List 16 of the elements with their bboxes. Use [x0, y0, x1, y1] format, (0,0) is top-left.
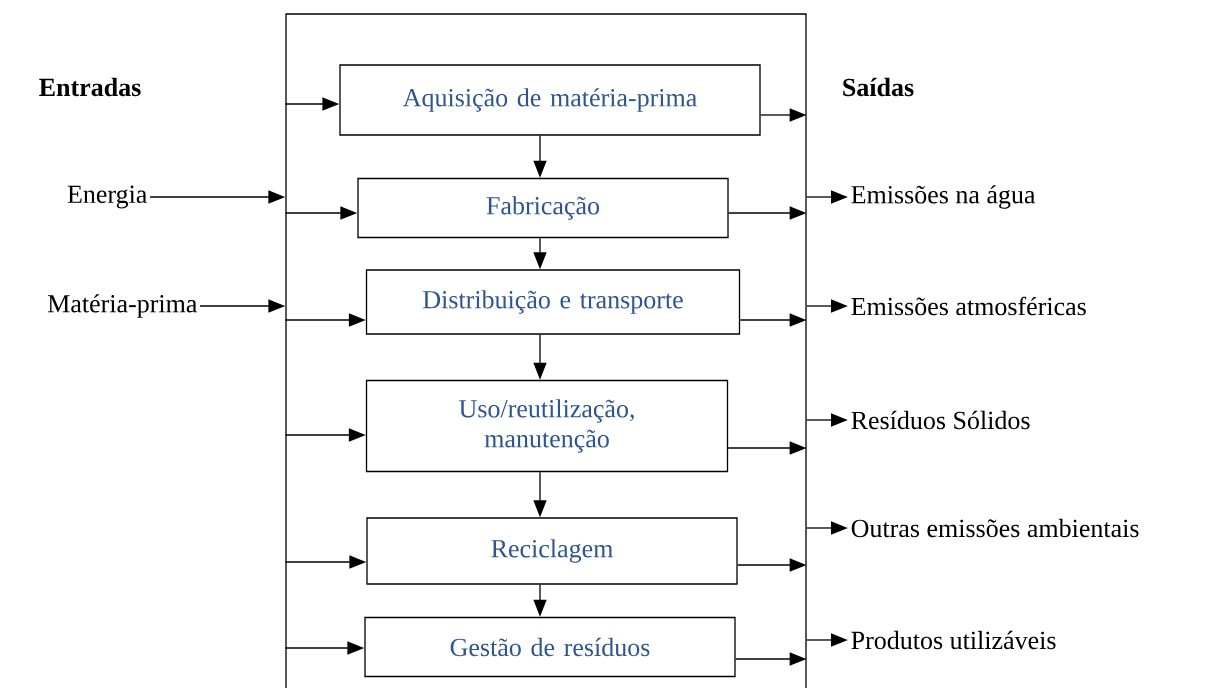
output-label: Emissões na água: [851, 185, 1036, 209]
input-label: Energia: [67, 185, 147, 209]
process-box: Aquisição de matéria-prima: [339, 64, 761, 136]
process-box: Gestão de resíduos: [364, 616, 736, 678]
process-box: Fabricação: [357, 177, 729, 239]
output-label: Produtos utilizáveis: [851, 630, 1056, 650]
process-box: Distribuição e transporte: [365, 269, 741, 335]
system-boundary-box: [285, 13, 807, 688]
input-label: Matéria-prima: [47, 294, 198, 318]
process-box: Reciclagem: [366, 517, 738, 585]
process-box: Uso/reutilização, manutenção: [365, 379, 729, 473]
heading: Saídas: [843, 77, 914, 97]
output-label: Emissões atmosféricas: [851, 296, 1086, 316]
output-label: Resíduos Sólidos: [851, 410, 1030, 430]
output-label: Outras emissões ambientais: [851, 518, 1139, 538]
heading: Entradas: [39, 77, 141, 97]
